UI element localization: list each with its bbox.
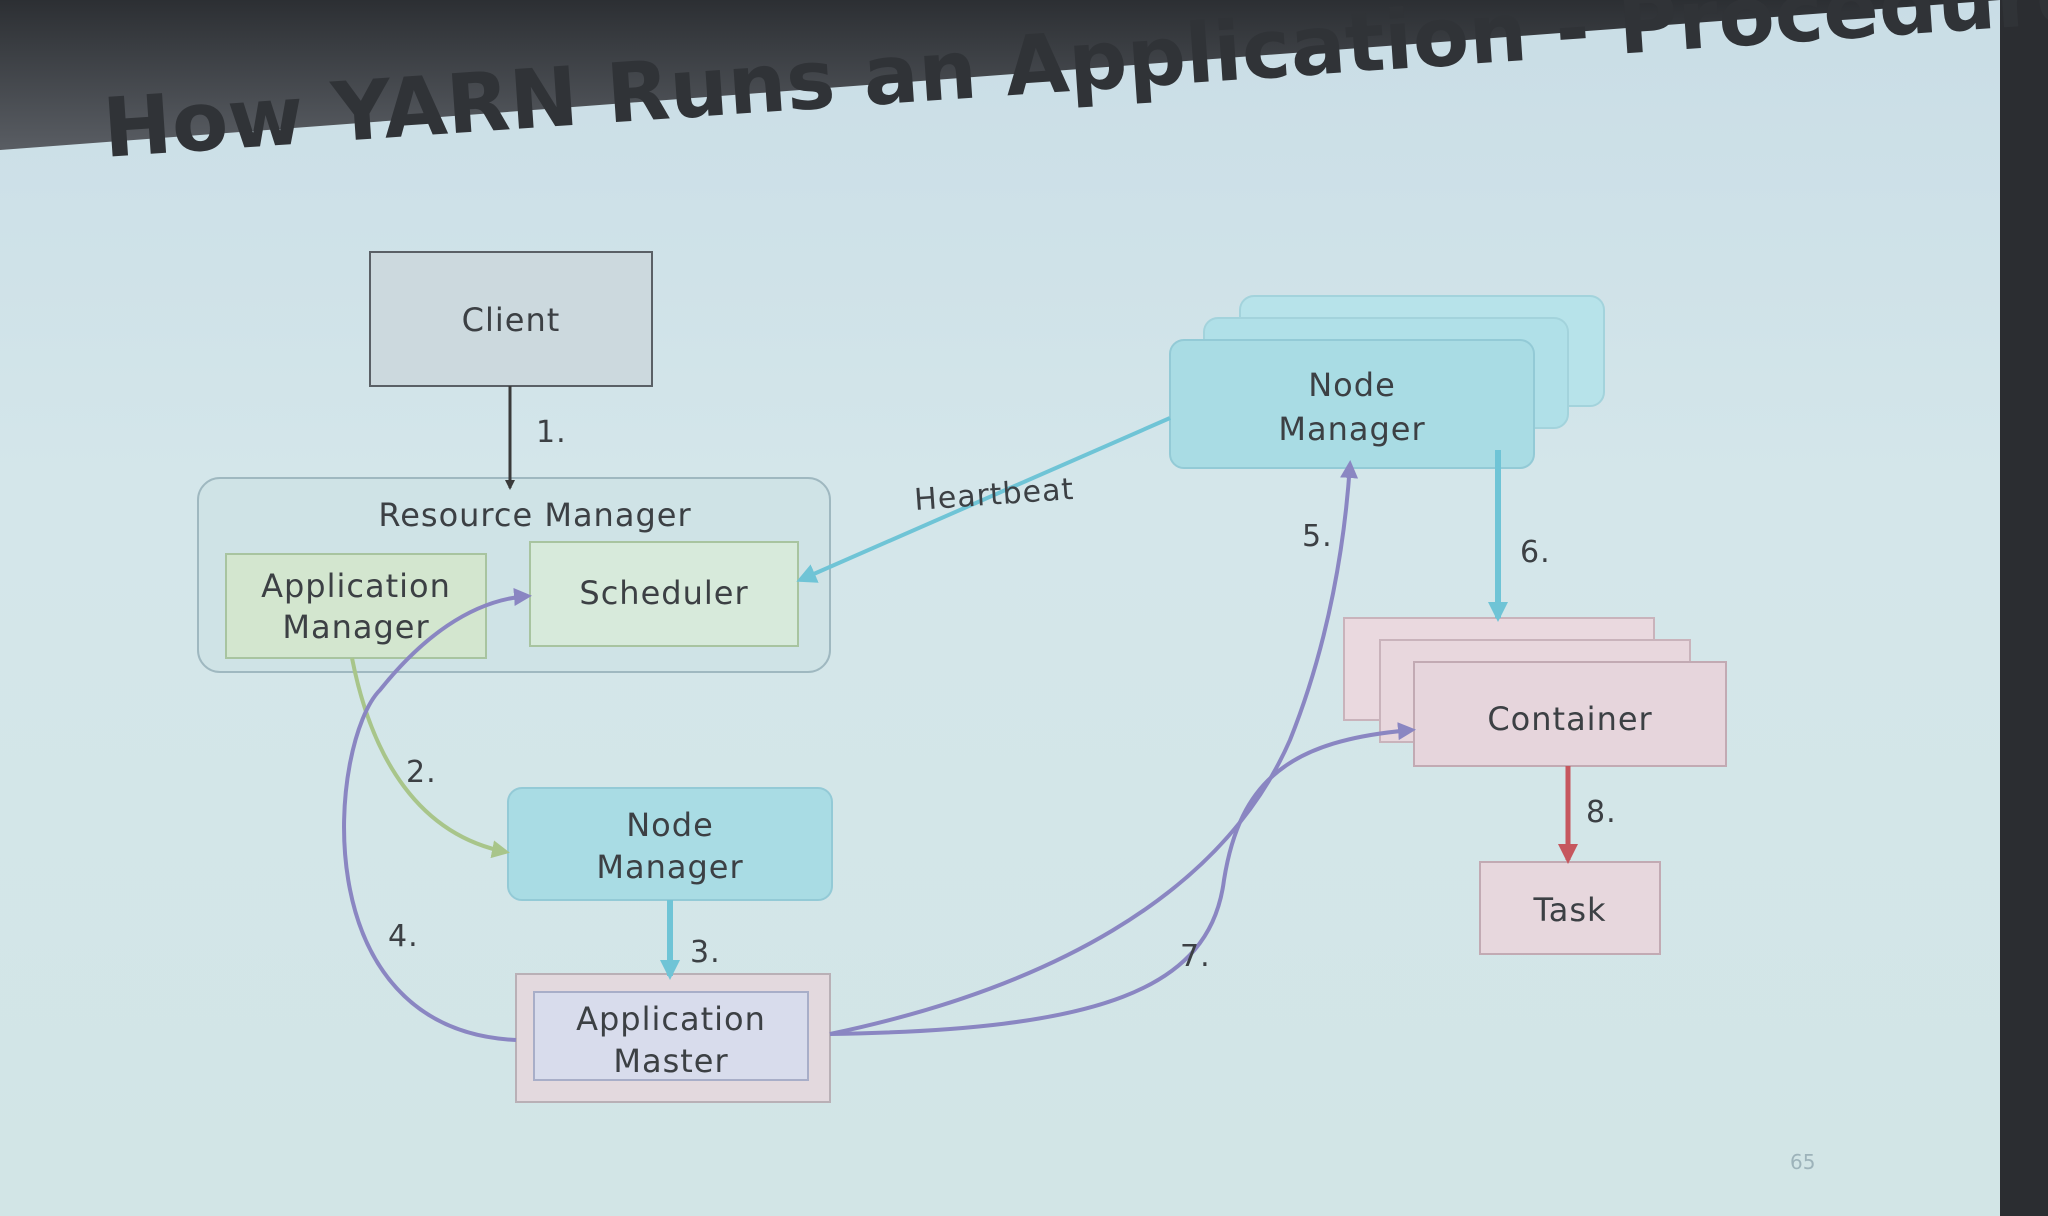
container-node: Container [1343,617,1727,767]
step5-label: 5. [1302,519,1333,554]
node-manager-top-node: Node Manager [1169,295,1605,469]
node-manager-top-label-line1: Node [1308,366,1396,404]
application-master-label-line2: Master [613,1042,728,1080]
step7-label: 7. [1180,939,1211,974]
client-node: Client [369,251,653,387]
step2-label: 2. [406,755,437,790]
arrow-step7 [829,722,1416,1036]
step1-label: 1. [536,415,567,450]
node-manager-bottom-node: Node Manager [507,787,833,901]
scheduler-label: Scheduler [579,574,748,612]
screen-edge [2000,0,2048,1216]
task-node: Task [1479,861,1661,955]
arrow-heartbeat [796,416,1171,583]
resource-manager-label: Resource Manager [378,496,691,534]
heartbeat-label: Heartbeat [913,472,1075,518]
task-label: Task [1532,891,1606,929]
application-manager-node: Application Manager [225,553,487,659]
container-label: Container [1487,700,1652,738]
arrow-step5 [829,460,1359,1036]
application-manager-label-line1: Application [261,567,451,605]
arrow-step2 [350,657,510,859]
scheduler-node: Scheduler [529,541,799,647]
step8-label: 8. [1586,795,1617,830]
step4-label: 4. [388,919,419,954]
node-manager-top-label-line2: Manager [1278,410,1425,448]
arrow-step4 [342,587,532,1042]
application-master-node: Application Master [515,973,831,1103]
step3-label: 3. [690,935,721,970]
node-manager-bottom-label-line2: Manager [596,848,743,886]
application-master-label-line1: Application [576,1000,766,1038]
page-number: 65 [1790,1150,1816,1174]
application-manager-label-line2: Manager [282,608,429,646]
node-manager-bottom-label-line1: Node [626,806,714,844]
client-label: Client [462,301,561,339]
step6-label: 6. [1520,535,1551,570]
